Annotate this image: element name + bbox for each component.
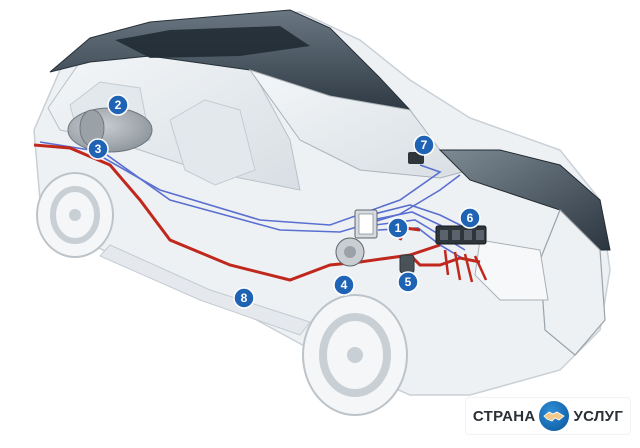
marker-2: 2 bbox=[107, 94, 129, 116]
marker-circle bbox=[413, 134, 435, 156]
marker-circle bbox=[459, 207, 481, 229]
marker-circle bbox=[233, 287, 255, 309]
switch-button bbox=[408, 152, 424, 164]
roof bbox=[49, 9, 412, 111]
rear-wheel bbox=[36, 172, 114, 258]
headlight bbox=[474, 239, 549, 301]
marker-circle bbox=[387, 217, 409, 239]
ecu-unit bbox=[354, 209, 378, 239]
marker-8: 8 bbox=[233, 287, 255, 309]
marker-number: 5 bbox=[405, 275, 412, 289]
marker-circle bbox=[333, 274, 355, 296]
front-wheel bbox=[302, 294, 408, 416]
marker-circle bbox=[87, 138, 109, 160]
marker-7: 7 bbox=[413, 134, 435, 156]
injector-lines bbox=[443, 249, 488, 283]
marker-number: 3 bbox=[95, 142, 102, 156]
marker-number: 4 bbox=[341, 278, 348, 292]
marker-number: 2 bbox=[115, 98, 122, 112]
logo-text-left: СТРАНА bbox=[472, 407, 536, 425]
gas-tank bbox=[67, 107, 153, 153]
marker-6: 6 bbox=[459, 207, 481, 229]
injector-rail bbox=[435, 225, 487, 245]
logo-text-right: УСЛУГ bbox=[573, 407, 624, 425]
marker-circle bbox=[397, 271, 419, 293]
marker-number: 6 bbox=[467, 211, 474, 225]
marker-number: 8 bbox=[241, 291, 248, 305]
marker-circle bbox=[107, 94, 129, 116]
marker-1: 1 bbox=[387, 217, 409, 239]
gas-filter bbox=[399, 254, 415, 274]
strana-uslug-logo: СТРАНА УСЛУГ bbox=[466, 398, 630, 434]
marker-4: 4 bbox=[333, 274, 355, 296]
car-body bbox=[33, 9, 611, 416]
marker-layer: 1 2 3 4 5 6 7 8 bbox=[87, 94, 481, 309]
marker-number: 1 bbox=[395, 221, 402, 235]
sunroof bbox=[115, 26, 310, 58]
reducer bbox=[335, 237, 365, 267]
marker-3: 3 bbox=[87, 138, 109, 160]
marker-5: 5 bbox=[397, 271, 419, 293]
seat-front bbox=[169, 99, 256, 186]
rocker-panel bbox=[99, 244, 311, 336]
marker-number: 7 bbox=[421, 138, 428, 152]
handshake-icon bbox=[539, 401, 570, 431]
